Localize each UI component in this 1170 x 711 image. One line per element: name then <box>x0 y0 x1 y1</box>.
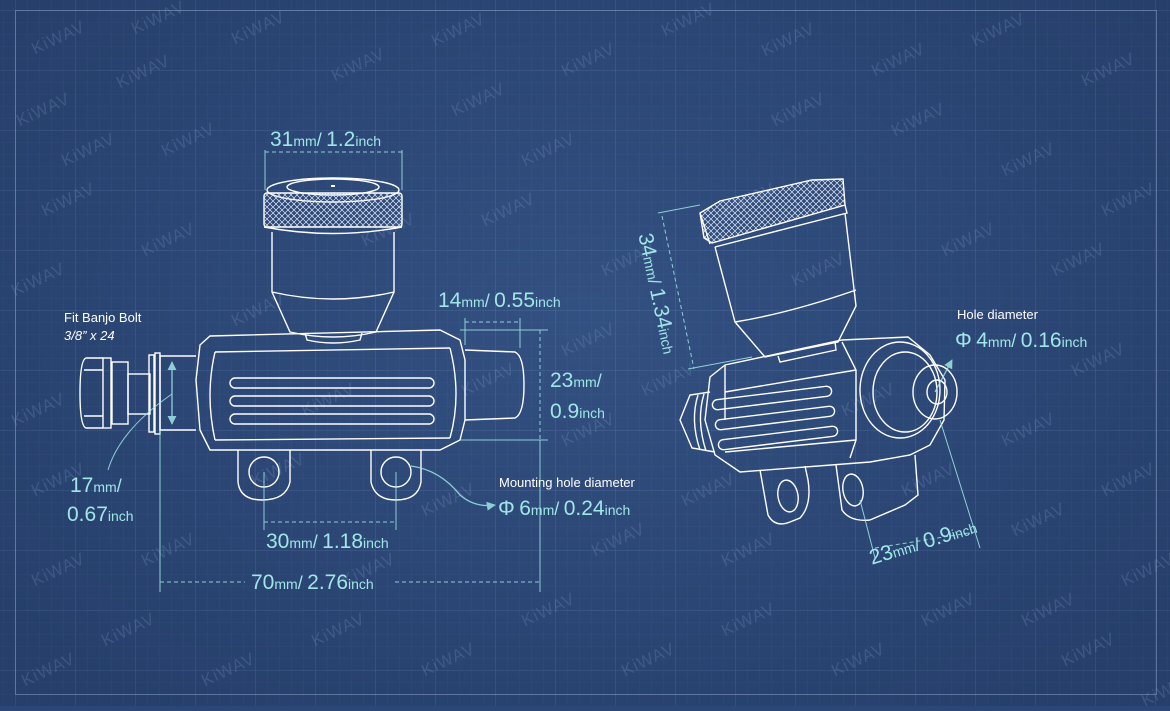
dim-value: 1.18 <box>322 530 364 553</box>
dim-value: 23 <box>550 369 574 392</box>
dim-value: 31 <box>270 128 294 151</box>
dim-value: 17 <box>70 474 94 497</box>
dim-value: 6 <box>519 497 531 520</box>
dim-value: 0.24 <box>563 497 605 520</box>
banjo-label-line1: Fit Banjo Bolt <box>64 310 142 325</box>
dim-unit: mm <box>987 334 1012 350</box>
dim-separator: / <box>312 532 318 552</box>
cap-width-dimension: 31mm/ 1.2inch <box>270 129 381 150</box>
dim-separator: / <box>554 499 560 519</box>
front-view-drawing <box>79 177 525 501</box>
dim-unit: inch <box>107 508 134 524</box>
banjo-label-line2: 3/8” x 24 <box>64 327 115 343</box>
dim-unit: inch <box>355 133 382 149</box>
iso-view-dimensions <box>657 204 981 559</box>
dim-unit: mm <box>293 133 317 149</box>
dim-value: 0.16 <box>1020 329 1062 352</box>
outlet-width-dimension: 14mm/ 0.55inch <box>438 290 561 311</box>
blueprint-border <box>15 10 1157 695</box>
total-length-dimension: 70mm/ 2.76inch <box>251 572 374 593</box>
dim-value: 4 <box>976 329 988 352</box>
dim-value: 14 <box>438 289 462 312</box>
dim-unit: mm <box>573 374 597 390</box>
dim-separator: / <box>484 291 490 311</box>
dim-unit: inch <box>655 327 677 356</box>
dim-separator: / <box>1011 331 1017 351</box>
dim-unit: inch <box>579 405 605 421</box>
dim-unit: inch <box>535 294 561 310</box>
dim-unit: inch <box>363 535 389 551</box>
dim-unit: mm <box>289 535 313 551</box>
dim-value: 0.55 <box>494 289 536 312</box>
dim-unit: mm <box>530 502 555 518</box>
dim-separator: / <box>297 573 303 593</box>
mounting-hole-dimension: Φ 6mm/ 0.24inch <box>498 498 630 519</box>
dim-value: 70 <box>251 571 275 594</box>
dim-value: 34 <box>633 231 661 259</box>
diameter-symbol: Φ <box>955 329 972 352</box>
dim-separator: / <box>116 476 122 496</box>
dim-separator: / <box>316 130 322 150</box>
hole-diameter-label: Hole diameter <box>957 307 1038 322</box>
mount-spacing-dimension: 30mm/ 1.18inch <box>266 531 389 552</box>
reservoir-cap <box>263 177 403 235</box>
dim-value: 0.9 <box>550 400 580 423</box>
dim-value: 0.67 <box>67 503 108 526</box>
dim-unit: mm <box>461 294 485 310</box>
mounting-hole-label: Mounting hole diameter <box>499 475 635 490</box>
dim-unit: inch <box>1061 334 1088 350</box>
dim-unit: mm <box>93 479 117 495</box>
dim-unit: inch <box>604 502 631 518</box>
dim-separator: / <box>596 371 602 391</box>
front-view-dimensions <box>107 150 548 592</box>
iso-view-drawing <box>679 178 958 525</box>
diameter-symbol: Φ <box>498 497 515 520</box>
dim-unit: mm <box>640 254 661 282</box>
dim-value: 1.2 <box>326 128 356 151</box>
dim-unit: inch <box>348 576 374 592</box>
banjo-diameter-dimension: 17mm/ 0.67inch <box>67 472 134 530</box>
dim-value: 2.76 <box>307 571 349 594</box>
body-height-dimension: 23mm/ 0.9inch <box>550 366 605 428</box>
banjo-bolt-label: Fit Banjo Bolt 3/8” x 24 <box>64 309 141 344</box>
dim-value: 30 <box>266 530 290 553</box>
dim-unit: mm <box>274 576 298 592</box>
hole-diameter-dimension: Φ 4mm/ 0.16inch <box>955 330 1087 351</box>
